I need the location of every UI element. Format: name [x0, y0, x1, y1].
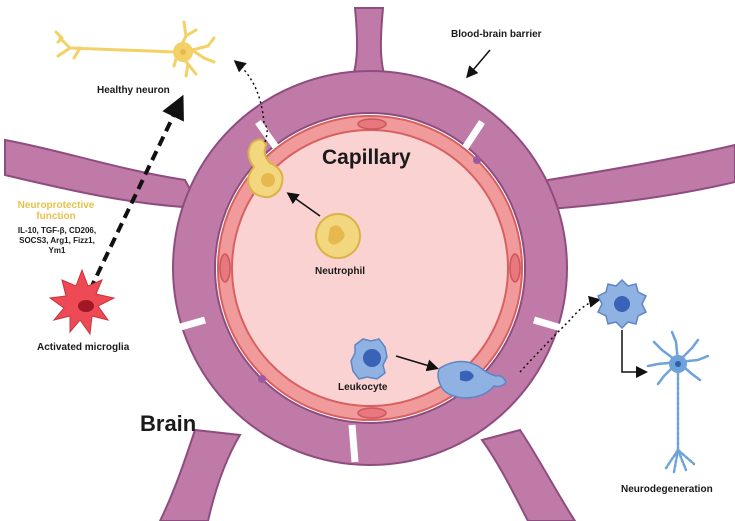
- activated-microglia-label: Activated microglia: [37, 342, 130, 353]
- leukocyte-arrow: [395, 355, 439, 372]
- leukocyte-cell: [350, 338, 388, 380]
- leukocyte-transmigrating: [437, 360, 507, 399]
- dotted-path-to-healthy-neuron: [233, 60, 265, 124]
- bbb-label: Blood-brain barrier: [451, 29, 542, 40]
- capillary-lumen: [231, 129, 509, 407]
- degenerating-neuron-graphic: [646, 330, 710, 474]
- brain-title: Brain: [140, 411, 197, 436]
- neurodegeneration-label: Neurodegeneration: [621, 484, 713, 495]
- neutrophil-label: Neutrophil: [315, 266, 365, 277]
- leukocyte-label: Leukocyte: [338, 382, 388, 393]
- neutrophil-cell: [315, 213, 361, 259]
- microglia-to-neuron-arrow: [88, 94, 184, 291]
- dotted-path-bbb-exit-left: [263, 122, 268, 143]
- bbb-pointer-arrow: [466, 49, 491, 79]
- neuroprotective-function-label: Neuroprotective function: [17, 200, 95, 222]
- capillary-title: Capillary: [322, 146, 411, 169]
- neutrophil-arrow: [286, 192, 321, 217]
- barrier-gaps: [169, 119, 569, 463]
- neutrophil-transmigrating: [247, 138, 284, 199]
- healthy-neuron-label: Healthy neuron: [97, 85, 170, 96]
- activated-microglia-graphic: [48, 268, 116, 336]
- leukocyte-to-neuron-arrow: [621, 330, 648, 378]
- neuroprotective-markers-label: IL-10, TGF-β, CD206, SOCS3, Arg1, Fizz1,…: [17, 226, 97, 255]
- peripheral-leukocyte-graphic: [596, 278, 648, 330]
- endothelial-nuclei: [219, 118, 521, 419]
